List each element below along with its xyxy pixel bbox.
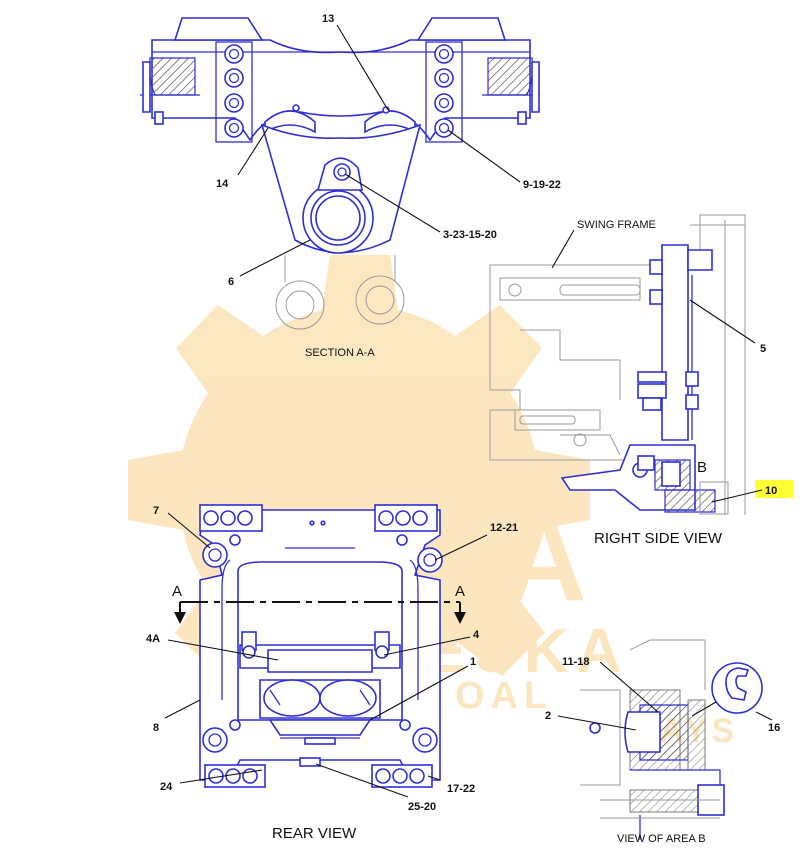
- callout-6: 6: [228, 276, 234, 288]
- area-b-marker: B: [697, 459, 707, 476]
- callout-14: 14: [216, 178, 229, 190]
- callout-10-highlight: [755, 480, 793, 498]
- rear-view-callouts: 7 12-21 4A 4 1 8 24 25-20 17-22: [146, 505, 518, 813]
- area-b-callouts: 11-18 2 16: [545, 656, 780, 734]
- callout-9-19-22: 9-19-22: [523, 179, 561, 191]
- watermark-text-sub: OAL: [455, 675, 553, 717]
- section-aa-view: SECTION A-A: [140, 17, 540, 359]
- swing-frame-label: SWING FRAME: [577, 219, 656, 231]
- callout-12-21: 12-21: [490, 522, 518, 534]
- callout-25-20: 25-20: [408, 801, 436, 813]
- right-side-callouts: SWING FRAME 5 10: [551, 219, 793, 503]
- callout-13: 13: [322, 13, 334, 25]
- watermark-text-small: ESKA: [425, 617, 629, 686]
- callout-17-22: 17-22: [447, 783, 475, 795]
- rear-view-caption: REAR VIEW: [272, 825, 357, 842]
- callout-2: 2: [545, 710, 551, 722]
- callout-24: 24: [160, 781, 173, 793]
- callout-4: 4: [473, 629, 480, 641]
- area-b-view: VIEW OF AREA B: [580, 639, 763, 845]
- callout-5: 5: [760, 343, 766, 355]
- callout-7: 7: [153, 505, 159, 517]
- right-side-caption: RIGHT SIDE VIEW: [594, 530, 723, 547]
- callout-3-23-15-20: 3-23-15-20: [443, 229, 497, 241]
- callout-16: 16: [768, 722, 780, 734]
- section-marker-right: A: [455, 583, 465, 600]
- callout-8: 8: [153, 722, 159, 734]
- section-marker-left: A: [172, 583, 182, 600]
- right-side-view: B RIGHT SIDE VIEW: [489, 214, 746, 547]
- rear-view: A A REAR VIEW: [172, 504, 466, 842]
- callout-4a: 4A: [146, 633, 160, 645]
- callout-10: 10: [765, 485, 777, 497]
- callout-11-18: 11-18: [562, 656, 590, 668]
- section-aa-caption: SECTION A-A: [305, 347, 375, 359]
- callout-1: 1: [470, 656, 476, 668]
- area-b-caption: VIEW OF AREA B: [617, 833, 706, 845]
- section-aa-callouts: 13 14 9-19-22 3-23-15-20 6: [216, 13, 561, 288]
